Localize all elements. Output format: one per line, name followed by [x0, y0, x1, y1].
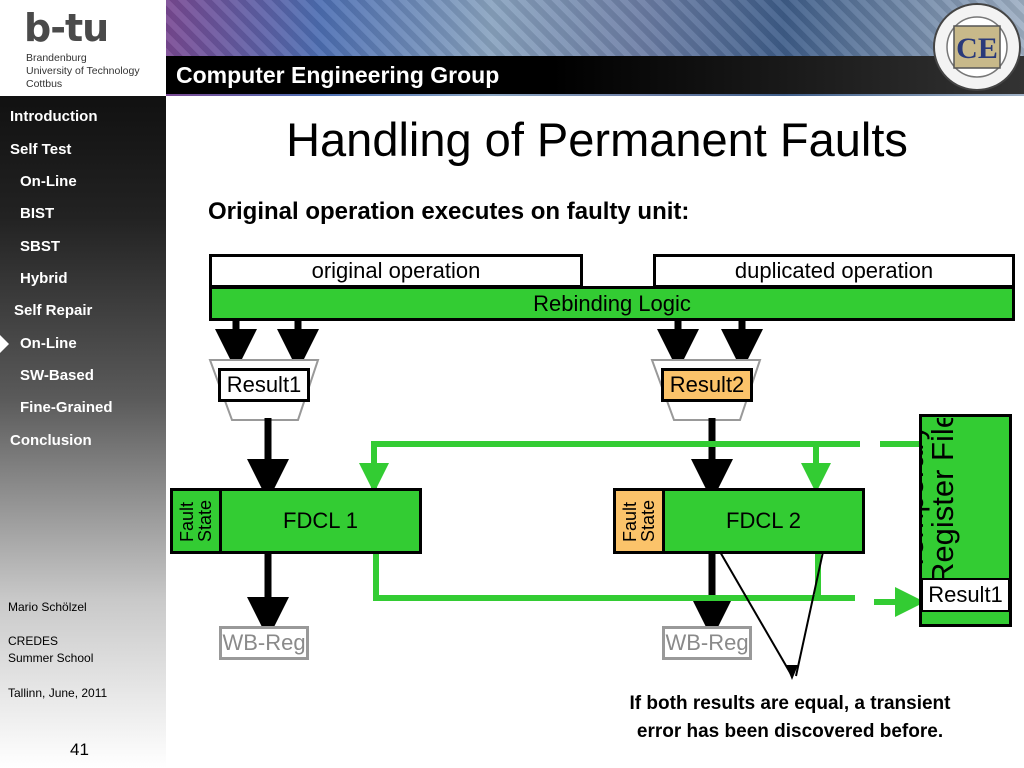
original-operation-box: original operation — [209, 254, 583, 288]
nav-fine-grained[interactable]: Fine-Grained — [20, 399, 113, 416]
duplicated-operation-box: duplicated operation — [653, 254, 1015, 288]
trf-result1-label: Result1 — [928, 582, 1003, 607]
caption-line-1: If both results are equal, a transient — [629, 693, 951, 714]
nav-self-repair[interactable]: Self Repair — [14, 302, 93, 319]
wb-reg-1-box: WB-Reg — [219, 626, 309, 660]
fdcl2-label: FDCL 2 — [726, 508, 801, 533]
nav-bist[interactable]: BIST — [20, 205, 55, 222]
fdcl1-label: FDCL 1 — [283, 508, 358, 533]
sidebar — [0, 96, 166, 768]
event-line-1: CREDES — [8, 634, 59, 648]
btu-logo: b-tu — [24, 6, 109, 50]
logo-area: b-tu Brandenburg University of Technolog… — [0, 0, 166, 96]
wb-reg-1-label: WB-Reg — [222, 630, 306, 655]
rebind-arrows — [215, 320, 763, 371]
university-line-3: Cottbus — [26, 78, 63, 90]
event-line-2: Summer School — [8, 651, 94, 665]
group-bar — [166, 56, 1024, 94]
wb-reg-2-box: WB-Reg — [662, 626, 752, 660]
group-name: Computer Engineering Group — [176, 62, 500, 88]
rebinding-logic-box: Rebinding Logic — [209, 286, 1015, 321]
nav-sbst[interactable]: SBST — [20, 238, 61, 255]
nav-self-test-on-line[interactable]: On-Line — [20, 173, 77, 190]
nav-introduction[interactable]: Introduction — [10, 108, 98, 125]
original-operation-label: original operation — [311, 258, 481, 283]
active-arrow-icon — [0, 335, 9, 353]
slide-subtitle: Original operation executes on faulty un… — [208, 198, 690, 225]
nav-hybrid[interactable]: Hybrid — [20, 270, 68, 287]
slide-title: Handling of Permanent Faults — [286, 113, 908, 166]
university-line-2: University of Technology — [26, 65, 140, 77]
result1-box: Result1 — [218, 368, 310, 402]
page-number: 41 — [70, 740, 89, 759]
nav-self-test[interactable]: Self Test — [10, 141, 72, 158]
nav-conclusion[interactable]: Conclusion — [10, 432, 92, 449]
nav-self-repair-on-line[interactable]: On-Line — [20, 335, 77, 352]
caption-line-2: error has been discovered before. — [636, 721, 944, 742]
nav-sw-based[interactable]: SW-Based — [20, 367, 94, 384]
rebinding-logic-label: Rebinding Logic — [533, 290, 691, 316]
fdcl2-box: FDCL 2 — [662, 488, 865, 554]
place-date: Tallinn, June, 2011 — [8, 686, 108, 700]
trf-result1-box: Result1 — [921, 578, 1010, 612]
author: Mario Schölzel — [8, 600, 87, 614]
wb-reg-2-label: WB-Reg — [665, 630, 749, 655]
ce-badge-text: CE — [956, 32, 998, 65]
caption: If both results are equal, a transient e… — [560, 690, 1020, 746]
university-line-1: Brandenburg — [26, 52, 87, 64]
result1-label: Result1 — [226, 372, 302, 397]
result2-label: Result2 — [669, 372, 745, 397]
banner-texture — [166, 0, 1024, 56]
fdcl1-box: FDCL 1 — [219, 488, 422, 554]
ce-badge-logo: CE — [933, 3, 1021, 91]
result2-box: Result2 — [661, 368, 753, 402]
duplicated-operation-label: duplicated operation — [734, 258, 934, 283]
